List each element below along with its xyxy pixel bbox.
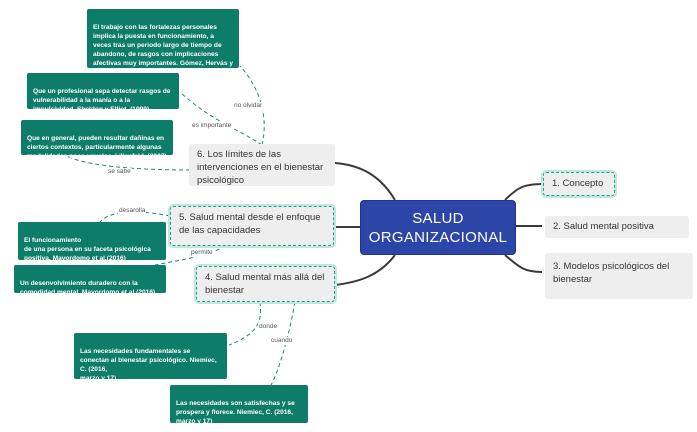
link-donde	[228, 301, 261, 346]
branch-mas-alla	[334, 254, 396, 286]
topic-concepto-label: 1. Concepto	[552, 178, 604, 189]
note-funcionamiento[interactable]: El funcionamiento de una persona en su f…	[18, 222, 166, 262]
topic-mas-alla-bienestar-label: 4. Salud mental más allá del bienestar	[205, 272, 325, 296]
note-funcionamiento-text: El funcionamiento de una persona en su f…	[24, 237, 151, 262]
label-donde: donde	[258, 323, 279, 331]
central-title-line-1: SALUD	[412, 209, 464, 227]
link-es-importante	[179, 91, 263, 146]
link-cuando	[269, 301, 296, 388]
topic-limites-intervenciones[interactable]: 6. Los límites de las intervenciones en …	[189, 144, 335, 186]
note-fortalezas-personales-text: El trabajo con las fortalezas personales…	[93, 24, 233, 76]
note-necesidades-satisfechas[interactable]: Las necesidades son satisfechas y se pro…	[170, 385, 308, 425]
note-necesidades-fundamentales-text: Las necesidades fundamentales se conecta…	[80, 348, 217, 382]
label-no-olvidar: no olvidar	[233, 102, 264, 110]
label-permite: permite	[190, 249, 214, 257]
note-vulnerabilidad[interactable]: Que un profesional sepa detectar rasgos …	[27, 73, 179, 113]
branch-modelos	[504, 254, 543, 273]
label-es-importante: es importante	[191, 122, 233, 130]
topic-concepto[interactable]: 1. Concepto	[543, 172, 615, 196]
branch-limites	[334, 162, 396, 201]
topic-enfoque-capacidades[interactable]: 5. Salud mental desde el enfoque de las …	[170, 206, 334, 246]
topic-modelos-psicologicos-label: 3. Modelos psicológicos del bienestar	[553, 261, 670, 285]
note-desenvolvimiento-text: Un desenvolvimiento duradero con la como…	[20, 280, 156, 296]
note-necesidades-fundamentales[interactable]: Las necesidades fundamentales se conecta…	[74, 333, 227, 382]
link-no-olvidar	[239, 65, 265, 146]
topic-limites-intervenciones-label: 6. Los límites de las intervenciones en …	[197, 149, 324, 186]
topic-enfoque-capacidades-label: 5. Salud mental desde el enfoque de las …	[179, 212, 321, 236]
label-se-sabe: se sabe	[107, 168, 132, 176]
note-fortalezas-personales[interactable]: El trabajo con las fortalezas personales…	[87, 9, 239, 76]
note-danos-contextos-text: Que en general, pueden resultar dañinas …	[27, 135, 167, 160]
topic-salud-mental-positiva[interactable]: 2. Salud mental positiva	[545, 216, 689, 238]
label-desarolla: desarolla	[118, 207, 147, 215]
label-cuando: cuando	[270, 337, 294, 345]
note-danos-contextos[interactable]: Que en general, pueden resultar dañinas …	[21, 120, 173, 160]
central-title-line-2: ORGANIZACIONAL	[368, 228, 508, 246]
topic-salud-mental-positiva-label: 2. Salud mental positiva	[553, 221, 654, 232]
link-se-sabe	[59, 151, 191, 171]
note-necesidades-satisfechas-text: Las necesidades son satisfechas y se pro…	[176, 400, 295, 425]
link-permite	[154, 244, 226, 266]
topic-modelos-psicologicos[interactable]: 3. Modelos psicológicos del bienestar	[545, 253, 693, 299]
central-topic[interactable]: SALUD ORGANIZACIONAL	[360, 200, 516, 255]
note-vulnerabilidad-text: Que un profesional sepa detectar rasgos …	[33, 88, 171, 113]
branch-concepto	[504, 183, 543, 201]
topic-mas-alla-bienestar[interactable]: 4. Salud mental más allá del bienestar	[196, 266, 335, 302]
note-desenvolvimiento[interactable]: Un desenvolvimiento duradero con la como…	[14, 265, 166, 296]
